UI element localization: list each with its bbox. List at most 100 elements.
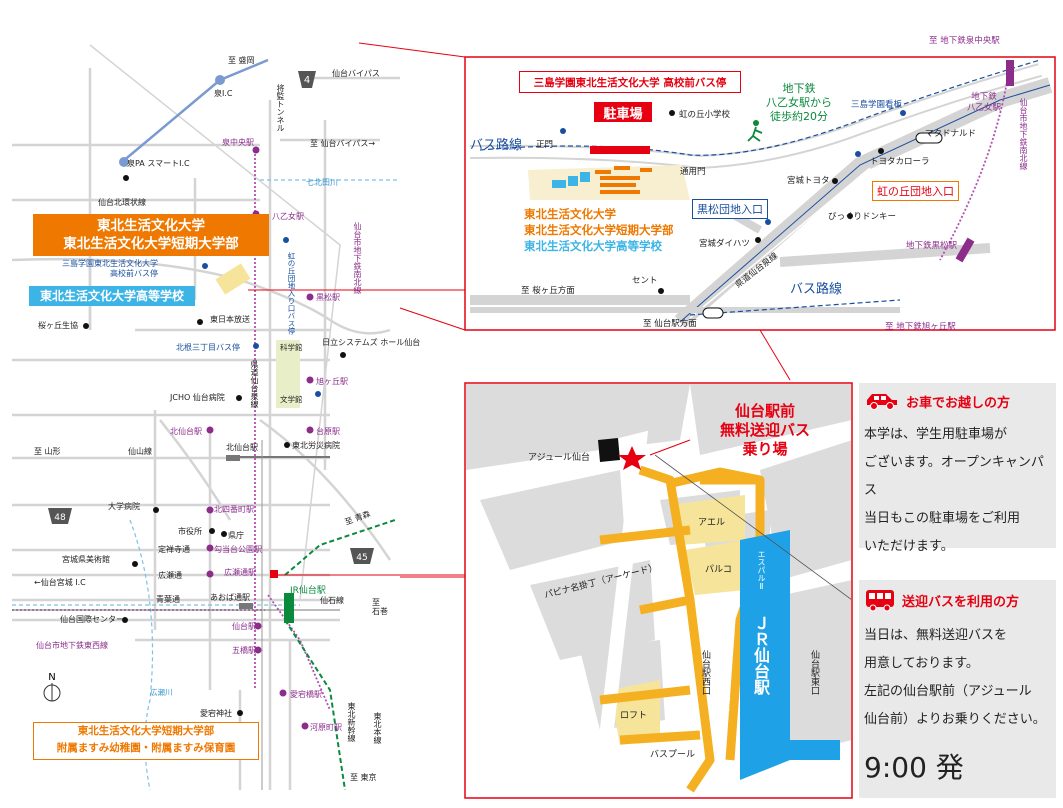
walk-label: 地下鉄 八乙女駅から 徒歩約20分 [766,82,832,123]
label-sakuragaoka: 桜ヶ丘生協 [38,320,78,330]
departure-time: 9:00 発 [864,751,964,784]
label-hirosegawa: 広瀬川 [150,687,173,697]
bus-info-body: 当日は、無料送迎バスを 用意しております。 左記の仙台駅前（アジュール 仙台前）… [864,628,1046,727]
label-daihatsu: 宮城ダイハツ [699,238,750,249]
label-sendai-miyagi-ic: ←仙台宮城 I.C [34,577,86,587]
east-exit-label: 仙台駅東口 [809,650,819,695]
bus-stop-star-icon [618,446,646,470]
north-arrow: N [43,672,61,702]
label-to-yamagata: 至 山形 [34,446,61,456]
label-atago-sta: 愛宕橋駅 [290,689,322,699]
junior-college-name: 東北生活文化大学短期大学部 [63,236,239,252]
label-sendai-dir: 至 仙台駅方面 [643,318,697,329]
bus-icon [866,590,894,612]
kuromatsu-entrance-label: 黒松団地入口 [692,199,768,219]
mishima-bus-stop-label: 三島学園東北生活文化大学 高校前バス停 [62,259,158,278]
label-sendai-bypass: 仙台バイパス [332,68,380,78]
label-kotodai: 勾当台公園駅 [214,544,262,554]
label-kitasendai-sub: 北仙台駅 [170,426,202,436]
deck-label: ペデストリアンデッキ [720,624,730,714]
label-seven: セント [632,276,658,286]
label-bus-route-2: バス路線 [790,281,842,297]
label-aoba-st: 青葉通 [156,594,180,604]
bus-info-title: 送迎バスを利用の方 [902,594,1020,610]
label-seimon: 正門 [536,140,553,150]
label-mcd: マクドナルド [925,129,976,139]
shinkansen-label: 東北新幹線 [347,702,356,742]
label-daigaku: 大学病院 [108,501,140,511]
svg-text:45: 45 [356,553,367,563]
svg-text:48: 48 [54,513,66,523]
label-kawaramachi: 河原町駅 [310,722,342,732]
highschool-name: 東北生活文化大学高等学校 [39,289,184,303]
university-name: 東北生活文化大学 [97,218,205,234]
namboku-label: 仙台市地下鉄南北線 [353,222,362,294]
label-rosai: 東北労災病院 [292,440,340,450]
label-tsuyomon: 通用門 [680,166,706,177]
label-hitachi: 日立システムズ ホール仙台 [322,337,420,347]
label-atago: 愛宕神社 [200,708,232,718]
pref-route-label: 県道仙台泉線 [250,360,259,408]
label-loft: ロフト [620,711,647,721]
svg-text:N: N [48,672,55,683]
label-izumi-pa: 泉PA スマートI.C [127,158,190,168]
label-shiyakusho: 市役所 [178,526,202,536]
label-yaotome: 八乙女駅 [272,211,304,221]
label-jozenji: 定禅寺通 [158,544,190,554]
label-izumi-chuo: 泉中央駅 [222,137,254,147]
ishinomaki-label: 至 石巻 [372,598,388,616]
label-hirose-sta: 広瀬通駅 [224,567,256,577]
west-exit-label: 仙台駅西口 [700,650,710,695]
jr-sendai-station-label: ＪＲ仙台駅 [751,615,770,695]
highschool-badge: 東北生活文化大学高等学校 [29,286,195,306]
label-kitakan: 仙台北環状線 [98,197,146,207]
bus-info-header: 送迎バスを利用の方 [864,588,1051,612]
label-tozai: 仙台市地下鉄東西線 [36,640,108,650]
label-donki: びっくりドンキー [828,212,896,222]
label-kitane: 北根三丁目バス停 [176,342,240,352]
label-asahigaoka: 旭ヶ丘駅 [316,376,348,386]
car-info-title: お車でお越しの方 [906,395,1011,411]
label-jr-sendai: JR仙台駅 [289,584,326,596]
route-4-shield: 4 [298,71,316,88]
label-sendai-bypass-2: 至 仙台バイパス→ [310,138,375,148]
label-itsutsubashi: 五橋駅 [232,645,256,655]
label-azure: アジュール仙台 [528,451,590,463]
label-senzan: 仙山線 [128,446,152,456]
label-morioka: 至 盛岡 [228,55,255,65]
niji-entrance-label: 虹の丘団地入り口バス停 [287,252,296,335]
route-48-shield: 48 [48,508,72,524]
car-info-header: お車でお越しの方 [864,391,1051,411]
car-icon [867,394,897,410]
label-bungakukan: 文学館 [280,394,303,404]
label-sendai-sub: 仙台駅 [232,621,256,631]
label-kokusai: 仙台国際センター [60,614,124,624]
esp2-label: エスパルⅡ [757,550,766,591]
label-niji-school: 虹の丘小学校 [679,109,731,120]
route-45-shield: 45 [350,548,374,564]
car-info-body: 本学は、学生用駐車場が ございます。オープンキャンパス 当日もこの駐車場をご利用… [864,427,1044,554]
label-izumi-ic: 泉I.C [214,88,233,98]
label-dainohara: 台原駅 [316,426,340,436]
label-nanakita: 七北田川 [306,178,338,187]
label-parco: パルコ [705,564,732,575]
label-senseki: 仙石線 [320,595,344,605]
niji-entrance-label: 虹の丘団地入口 [872,181,959,201]
detail-busstop-label: 三島学園東北生活文化大学 高校前バス停 [519,71,741,93]
label-buspool: バスプール [650,749,695,760]
label-ael: アエル [698,518,725,528]
detail-univ-2: 東北生活文化大学短期大学部 [524,223,674,237]
namboku-detail-label: 仙台市地下鉄南北線 [1019,98,1028,170]
university-badge: 東北生活文化大学 東北生活文化大学短期大学部 [33,214,269,256]
label-bijutsukan: 宮城県美術館 [62,554,110,564]
label-kencho: 県庁 [228,530,244,540]
label-to-chuo: 至 地下鉄泉中央駅 [929,35,1000,46]
car-info-card: お車でお越しの方 本学は、学生用駐車場が ございます。オープンキャンパス 当日も… [859,383,1056,554]
label-bus-route: バス路線 [470,137,522,153]
parking-label: 駐車場 [594,102,652,122]
svg-text:4: 4 [304,75,310,86]
label-kita4: 北四番町駅 [214,504,254,514]
yaotome-label: 地下鉄 八乙女駅 [967,92,1002,113]
